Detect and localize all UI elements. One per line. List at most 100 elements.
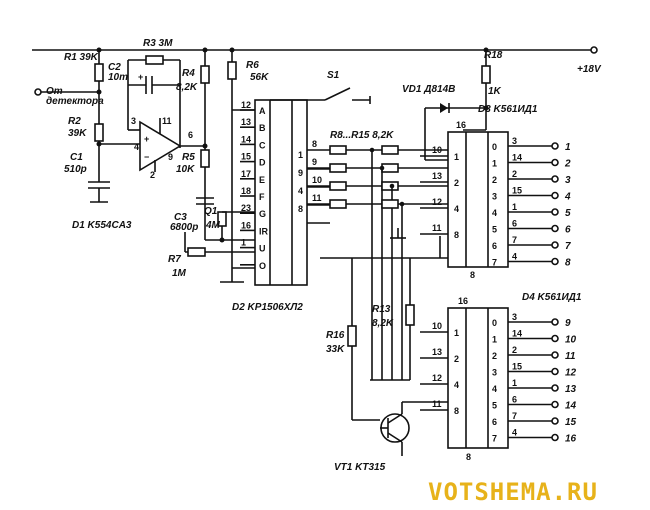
r1-resistor	[94, 63, 104, 82]
output-label: 9	[565, 318, 571, 329]
r4-resistor	[200, 65, 210, 84]
output-terminal	[551, 208, 559, 216]
c1-value: 510p	[64, 164, 87, 175]
bank-resistor	[381, 163, 399, 173]
opamp-pin: 2	[150, 170, 155, 180]
decoder-input-weight: 2	[454, 178, 459, 188]
decoder-output-pin: 2	[512, 345, 517, 355]
r2-value: 39K	[68, 128, 87, 139]
bank-resistor	[329, 163, 347, 173]
decoder-input-weight: 2	[454, 354, 459, 364]
r4-label: R4	[182, 68, 195, 79]
d4-label: D4 K561ИД1	[522, 292, 582, 303]
bank-resistor	[381, 199, 399, 209]
output-terminal	[551, 175, 559, 183]
output-label: 7	[565, 241, 571, 252]
d2-pin-number: 17	[241, 169, 251, 179]
output-terminal	[551, 334, 559, 343]
output-label: 12	[565, 368, 577, 379]
d2-pin-name: G	[259, 209, 266, 219]
supply-rail	[32, 46, 598, 54]
d3-chip	[447, 131, 509, 268]
feedback-network: +	[127, 55, 181, 148]
d3-pin-16: 16	[456, 120, 466, 130]
bus-pin-label: 8	[312, 139, 317, 149]
decoder-input-weight: 8	[454, 230, 459, 240]
d2-label: D2 KP1506XЛ2	[232, 302, 303, 313]
opamp-pin: 4	[134, 142, 139, 152]
decoder-output-number: 5	[492, 401, 497, 411]
output-terminal	[551, 400, 559, 409]
decoder-output-pin: 7	[512, 235, 517, 245]
decoder-output-number: 7	[492, 434, 497, 444]
d2-pin-name: C	[259, 140, 266, 150]
decoder-output-pin: 4	[512, 252, 517, 262]
output-terminal	[551, 224, 559, 233]
decoder-output-number: 0	[492, 318, 497, 328]
decoder-output-pin: 3	[512, 312, 517, 322]
decoder-output-number: 1	[492, 335, 497, 345]
decoder-output-number: 4	[492, 208, 497, 218]
decoder-input-pin: 12	[432, 197, 442, 207]
opamp-pin: 11	[162, 116, 172, 126]
decoder-output-pin: 4	[512, 428, 517, 438]
r13-label: R13	[372, 304, 391, 315]
r5-label: R5	[182, 152, 195, 163]
r13-resistor	[405, 304, 415, 326]
d2-pin-name: B	[259, 123, 266, 133]
output-terminal	[551, 351, 559, 359]
d2-pin-number: 23	[241, 203, 251, 213]
decoder-output-pin: 14	[512, 153, 522, 163]
decoder-output-number: 6	[492, 417, 497, 427]
output-label: 14	[565, 401, 577, 412]
q1-value: 4M	[205, 220, 221, 231]
output-label: 10	[565, 335, 577, 346]
r18-label: R18	[484, 50, 503, 61]
r7-resistor	[187, 247, 206, 257]
c1-label: C1	[70, 152, 83, 163]
c3-label: C3	[174, 212, 187, 223]
decoder-output-number: 2	[492, 175, 497, 185]
d2-pin-name: U	[259, 244, 266, 254]
output-terminal	[551, 191, 559, 200]
svg-text:−: −	[144, 152, 149, 162]
output-label: 15	[565, 417, 577, 428]
vd1-r18	[424, 50, 491, 161]
decoder-input-weight: 1	[454, 328, 459, 338]
output-terminal	[551, 367, 559, 376]
opamp-pin: 9	[168, 152, 173, 162]
d2-pin-number: 13	[241, 117, 251, 127]
decoder-output-pin: 6	[512, 395, 517, 405]
bank-resistor	[329, 181, 347, 191]
d2-pin-number: 12	[241, 100, 251, 110]
vd1-diode	[440, 103, 448, 113]
r7-label: R7	[168, 254, 181, 265]
output-label: 6	[565, 225, 571, 236]
r8-r15-label: R8...R15 8,2K	[330, 130, 394, 141]
d2-output-pin: 8	[298, 204, 303, 214]
d2-pin-name: IR	[259, 226, 269, 236]
d4-chip	[447, 307, 509, 449]
decoder-input-pin: 13	[432, 347, 442, 357]
decoder-input-weight: 4	[454, 380, 459, 390]
r16-value: 33K	[326, 344, 345, 355]
output-label: 16	[565, 434, 577, 445]
decoder-input-weight: 4	[454, 204, 459, 214]
r6-label: R6	[246, 60, 259, 71]
r18-resistor	[481, 65, 491, 84]
bus-pin-label: 9	[312, 157, 317, 167]
r4-value: 8,2K	[176, 82, 198, 93]
s1-switch	[270, 87, 371, 104]
opamp-d1: + − 3 11 4 2 9 6	[131, 116, 208, 180]
opamp-pin: 3	[131, 116, 136, 126]
r6-resistor	[227, 61, 237, 80]
decoder-output-pin: 14	[512, 329, 522, 339]
vd1-label: VD1 Д814В	[402, 84, 455, 95]
r3-label: R3 3M	[143, 38, 173, 49]
decoder-output-pin: 7	[512, 411, 517, 421]
decoder-output-pin: 2	[512, 169, 517, 179]
decoder-output-number: 3	[492, 192, 497, 202]
